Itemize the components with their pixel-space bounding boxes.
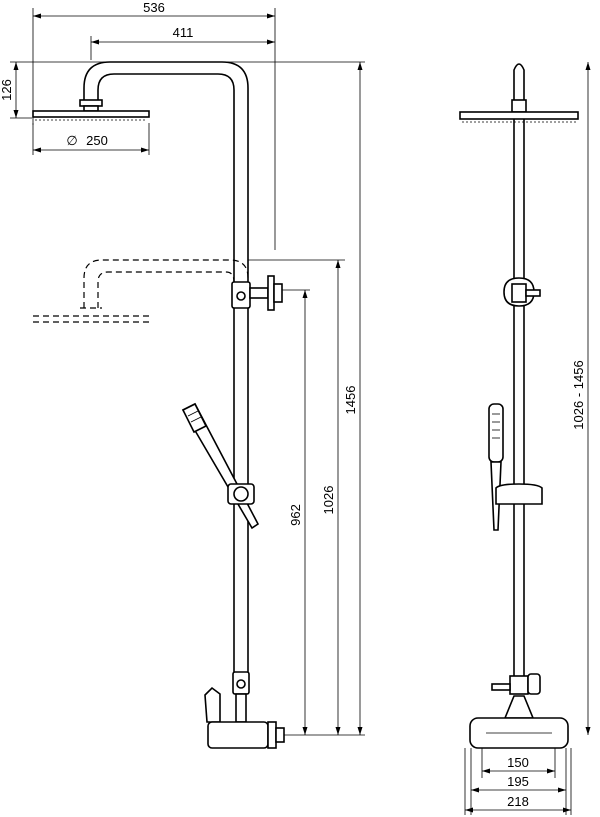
front-riser: [513, 119, 525, 690]
dim-head-diameter-label: 250: [86, 133, 108, 148]
dim-slide-height: 962: [282, 289, 310, 735]
dim-arm-width-label: 411: [173, 25, 194, 40]
overhead-shower: [32, 61, 249, 282]
dim-total-width: 536: [32, 0, 276, 250]
front-dim-mixer-mid-label: 195: [507, 774, 529, 789]
mixer-side: [204, 686, 365, 749]
front-clamp: [503, 277, 541, 307]
front-dim-mixer-mid: 195: [470, 748, 567, 815]
dim-head-diameter: ∅ 250: [32, 123, 150, 155]
front-dim-mixer-total: 218: [464, 748, 572, 815]
front-dim-mixer-total-label: 218: [507, 794, 529, 809]
front-dim-height-range: 1026 - 1456: [571, 62, 591, 735]
diameter-symbol: ∅: [66, 133, 77, 148]
front-view: 1026 - 1456 150: [459, 62, 591, 815]
dim-total-height-label: 1456: [343, 386, 358, 415]
lowered-position-ghost: [33, 259, 345, 323]
dim-head-height: 126: [0, 61, 365, 119]
height-clamp: [231, 275, 283, 311]
front-dim-height-range-label: 1026 - 1456: [571, 360, 586, 429]
side-view: 536 411 126: [0, 0, 365, 749]
dim-min-height-label: 1026: [321, 486, 336, 515]
front-overhead: [459, 63, 579, 123]
lower-diverter: [232, 671, 250, 723]
dim-slide-height-label: 962: [288, 504, 303, 526]
front-diverter: [491, 673, 541, 695]
dim-head-height-label: 126: [0, 79, 14, 101]
front-mixer: [469, 695, 569, 749]
front-dim-mixer-spacing: 150: [481, 748, 556, 778]
hand-shower: [181, 402, 260, 530]
dim-total-width-label: 536: [143, 0, 165, 15]
dim-total-height: 1456: [343, 62, 363, 735]
front-hand-shower: [488, 403, 543, 531]
front-dim-mixer-spacing-label: 150: [507, 755, 529, 770]
dim-min-height: 1026: [321, 260, 341, 735]
dim-arm-width: 411: [90, 25, 275, 60]
